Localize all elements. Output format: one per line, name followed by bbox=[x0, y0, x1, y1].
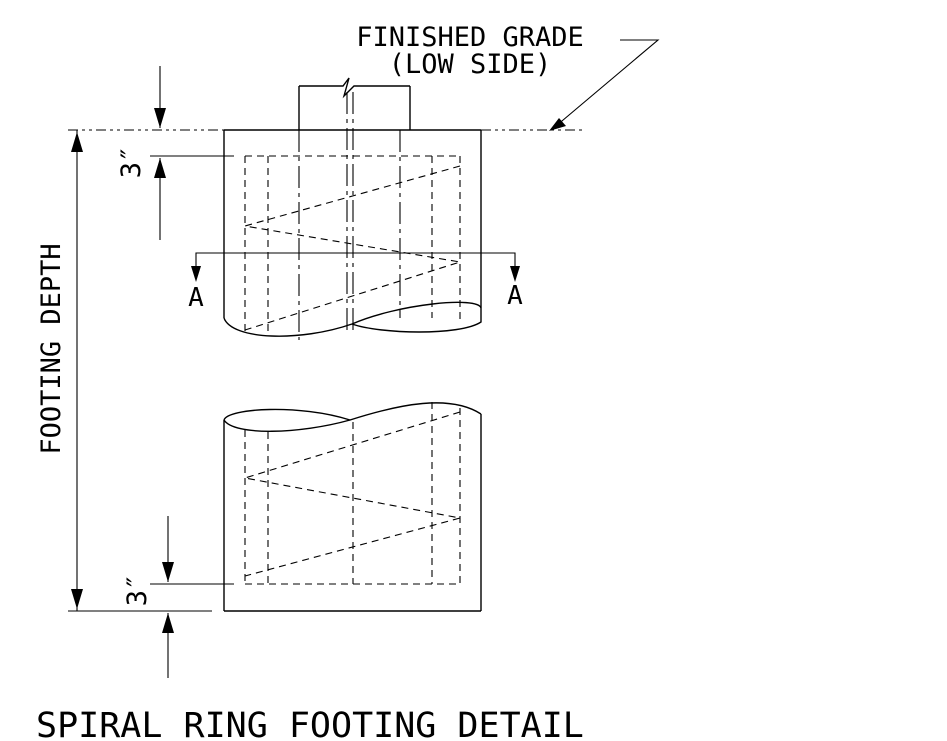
bottom-cover-label: 3″ bbox=[122, 574, 153, 607]
grade-label-line2: (LOW SIDE) bbox=[389, 49, 552, 80]
grade-callout: FINISHED GRADE (LOW SIDE) bbox=[356, 22, 660, 131]
footing-depth-label: FOOTING DEPTH bbox=[36, 243, 67, 454]
grade-leader-arrowhead bbox=[549, 118, 566, 131]
footing-lower bbox=[223, 402, 482, 612]
top-cover-dimension: 3″ bbox=[116, 66, 234, 240]
grade-leader bbox=[555, 39, 660, 127]
bottom-cover-dimension: 3″ bbox=[122, 516, 234, 678]
footing-upper bbox=[223, 129, 482, 340]
section-cut-a: A A bbox=[188, 252, 523, 313]
top-cover-label: 3″ bbox=[116, 146, 147, 179]
grade-label-line1: FINISHED GRADE bbox=[356, 22, 584, 53]
drawing-title: SPIRAL RING FOOTING DETAIL bbox=[36, 706, 584, 741]
footing-depth-dimension: FOOTING DEPTH bbox=[36, 130, 212, 612]
column-stub bbox=[298, 77, 411, 330]
section-label-left: A bbox=[188, 283, 204, 313]
section-label-right: A bbox=[507, 281, 523, 311]
